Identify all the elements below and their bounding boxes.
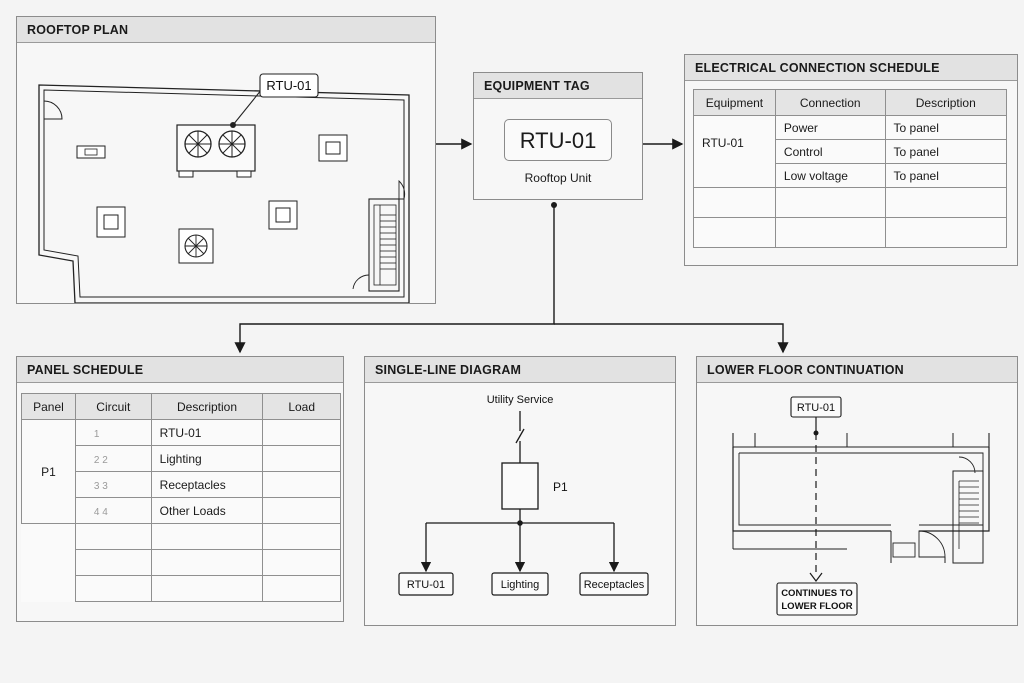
floor-outline [732, 447, 990, 532]
tag-connection-dot [551, 202, 557, 208]
lower-floor-title: LOWER FLOOR CONTINUATION [697, 357, 1017, 383]
stair-enclosure [368, 198, 400, 292]
curb-unit-1 [318, 134, 348, 162]
rooftop-plan-drawing: RTU-01 [38, 73, 410, 303]
description-cell: Receptacles [150, 471, 264, 498]
roof-outline [38, 84, 410, 303]
circuit-cell: 2 2 [93, 454, 108, 466]
panel-schedule-title: PANEL SCHEDULE [17, 357, 343, 383]
electrical-schedule-panel: ELECTRICAL CONNECTION SCHEDULE Equipment… [684, 54, 1018, 266]
equipment-tag-title: EQUIPMENT TAG [474, 73, 642, 99]
lower-door-icon-2 [918, 530, 946, 558]
load-label-receptacles: Receptacles [584, 579, 645, 591]
load-label-rtu: RTU-01 [407, 579, 445, 591]
disconnect-switch-icon [515, 428, 525, 444]
description-cell: To panel [884, 115, 1008, 140]
rtu-unit-icon [176, 124, 256, 178]
roof-outline-inner [43, 89, 405, 298]
load-box-rtu [398, 572, 454, 596]
col-header: Panel [21, 393, 76, 420]
connection-cell: Power [774, 115, 886, 140]
lower-door-icon [958, 456, 976, 474]
load-box-lighting [491, 572, 549, 596]
col-header: Load [262, 393, 341, 420]
continues-note-line1: CONTINUES TO [781, 588, 853, 599]
curb-unit-3 [268, 200, 298, 230]
exhaust-fan-icon [178, 228, 214, 264]
rooftop-plan-panel: ROOFTOP PLAN [16, 16, 436, 304]
continues-note-line2: LOWER FLOOR [781, 601, 852, 612]
table-row-empty [21, 575, 341, 602]
door-icon [43, 100, 63, 120]
single-line-title: SINGLE-LINE DIAGRAM [365, 357, 675, 383]
panel-schedule-table: Panel Circuit Description Load P1 1 RTU-… [21, 393, 341, 602]
col-header: Description [884, 89, 1008, 116]
table-row-empty [21, 549, 341, 576]
lower-floor-tag-label: RTU-01 [797, 402, 835, 414]
table-row: RTU-01 Power To panel [693, 115, 1008, 188]
description-cell: To panel [884, 163, 1008, 188]
col-header: Equipment [693, 89, 776, 116]
circuit-cell: 3 3 [93, 480, 108, 492]
electrical-schedule-title: ELECTRICAL CONNECTION SCHEDULE [685, 55, 1017, 81]
rtu-callout-leader [232, 88, 263, 126]
equipment-tag-panel: EQUIPMENT TAG RTU-01 Rooftop Unit [473, 72, 643, 200]
load-label-lighting: Lighting [501, 579, 540, 591]
equipment-cell: RTU-01 [693, 115, 776, 188]
description-cell: RTU-01 [150, 419, 264, 446]
continues-note-box [776, 582, 858, 616]
col-header: Connection [774, 89, 886, 116]
panel-p1-label: P1 [553, 480, 568, 494]
lower-stair-enclosure [952, 470, 984, 564]
col-header: Description [150, 393, 264, 420]
floor-outline-top [732, 433, 990, 448]
description-cell: Other Loads [150, 497, 264, 524]
table-row: 4 4 Other Loads [22, 497, 341, 524]
lower-floor-panel: LOWER FLOOR CONTINUATION RTU-01 [696, 356, 1018, 626]
connection-cell: Control [774, 139, 886, 164]
panel-schedule-panel: PANEL SCHEDULE Panel Circuit Description… [16, 356, 344, 622]
col-header: Circuit [74, 393, 152, 420]
electrical-schedule-table: Equipment Connection Description RTU-01 … [693, 89, 1008, 248]
description-cell: To panel [884, 139, 1008, 164]
equipment-tag-subtitle: Rooftop Unit [524, 171, 592, 185]
utility-service-label: Utility Service [487, 394, 554, 406]
rtu-callout-box [259, 73, 319, 98]
table-row: Low voltage To panel [694, 163, 1008, 188]
stair-door-icon [398, 179, 406, 200]
equipment-small-rect [76, 145, 106, 159]
table-row-empty [693, 217, 1008, 248]
arrow-tag-to-lower-floor [554, 323, 789, 354]
table-header-row: Panel Circuit Description Load [21, 393, 341, 420]
panel-cell: P1 [21, 419, 76, 524]
description-cell: Lighting [150, 445, 264, 472]
table-row: 3 3 Receptacles [22, 471, 341, 498]
table-row-empty [693, 187, 1008, 218]
single-line-drawing: Utility Service P1 RTU-01 Lighting Recep… [398, 394, 649, 596]
table-row: Control To panel [694, 139, 1008, 164]
load-box-receptacles [579, 572, 649, 596]
lower-floor-drawing: RTU-01 CONTINUES TO LOWER FLOOR [732, 396, 990, 616]
circuit-cell: 1 [93, 428, 100, 440]
rooftop-plan-title: ROOFTOP PLAN [17, 17, 435, 43]
panel-p1-box [501, 462, 539, 510]
equipment-tag-card: RTU-01 [504, 119, 612, 161]
table-row: P1 1 RTU-01 [21, 419, 341, 524]
curb-unit-2 [96, 206, 126, 238]
table-row: 2 2 Lighting [22, 445, 341, 472]
single-line-panel: SINGLE-LINE DIAGRAM Utility Service P1 R… [364, 356, 676, 626]
connection-cell: Low voltage [774, 163, 886, 188]
circuit-cell: 4 4 [93, 506, 108, 518]
table-header-row: Equipment Connection Description [693, 89, 1008, 116]
rtu-callout-label: RTU-01 [266, 78, 311, 93]
table-row-empty [21, 523, 341, 550]
